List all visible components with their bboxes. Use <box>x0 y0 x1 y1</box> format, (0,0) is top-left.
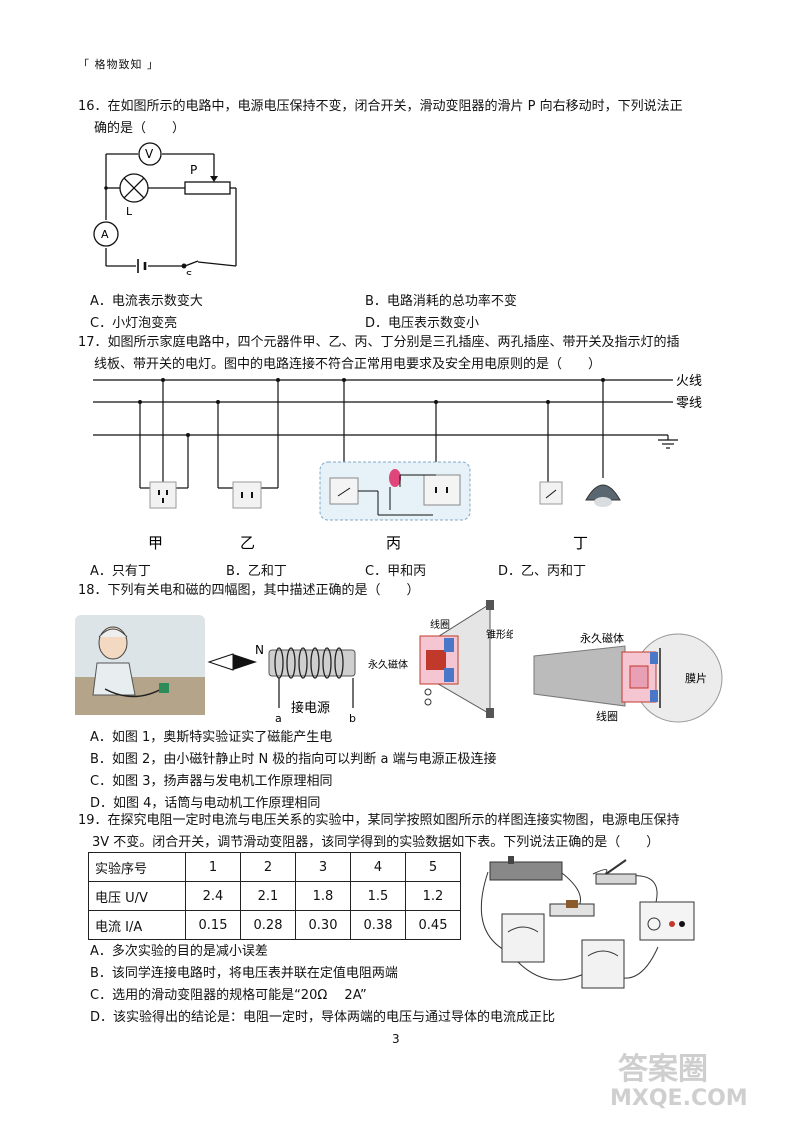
q17-option-a[interactable]: A．只有丁 <box>90 564 151 579</box>
q18-fig2-label-a: a <box>275 712 282 725</box>
q18-fig2-solenoid: N 接电源 a b <box>207 643 356 725</box>
q16-option-d[interactable]: D．电压表示数变小 <box>365 316 480 331</box>
q17-line1: 17．如图所示家庭电路中，四个元器件甲、乙、丙、丁分别是三孔插座、两孔插座、带开… <box>78 335 680 350</box>
three-hole-socket-icon <box>149 481 177 509</box>
page-number: 3 <box>392 1032 400 1046</box>
q16-label-P: P <box>190 163 197 177</box>
q18-fig4-label-magnet: 永久磁体 <box>580 631 624 645</box>
q17-household-circuit: 火线 零线 甲 乙 丙 丁 <box>93 374 702 552</box>
table-cell: 0.28 <box>240 910 296 940</box>
q19-apparatus-illustration <box>480 856 695 989</box>
q19-stem: 19．在探究电阻一定时电流与电压关系的实验中，某同学按照如图所示的样图连接实物图… <box>78 810 738 854</box>
table-cell: 4 <box>350 852 406 882</box>
q19-option-b[interactable]: B．该同学连接电路时，将电压表并联在定值电阻两端 <box>90 966 398 981</box>
q18-option-d[interactable]: D．如图 4，话筒与电动机工作原理相同 <box>90 796 321 811</box>
q18-fig1-oersted-illustration <box>75 615 205 715</box>
device-label-ding: 丁 <box>573 534 588 552</box>
q18-fig3-speaker: 线圈 锥形纸盆 永久磁体 <box>368 600 513 718</box>
q18-fig3-label-coil: 线圈 <box>430 618 450 631</box>
two-hole-socket-icon <box>232 481 262 509</box>
table-cell: 1.2 <box>405 881 461 911</box>
table-cell: 电压 U/V <box>88 881 186 911</box>
q18-fig2-label-power: 接电源 <box>291 700 330 716</box>
q19-data-table: 实验序号 1 2 3 4 5 电压 U/V 2.4 2.1 1.8 1.5 1.… <box>88 852 461 940</box>
switch-with-lamp-icon <box>539 481 621 507</box>
table-cell: 电流 I/A <box>88 910 186 940</box>
q16-stem: 16．在如图所示的电路中，电源电压保持不变，闭合开关，滑动变阻器的滑片 P 向右… <box>78 96 728 140</box>
live-wire-label: 火线 <box>676 374 702 389</box>
q16-line1: 16．在如图所示的电路中，电源电压保持不变，闭合开关，滑动变阻器的滑片 P 向右… <box>78 99 683 114</box>
table-cell: 实验序号 <box>88 852 186 882</box>
indicator-lamp-icon <box>389 469 401 487</box>
table-cell: 1.5 <box>350 881 406 911</box>
q16-label-A: A <box>101 228 109 241</box>
table-row: 电流 I/A 0.15 0.28 0.30 0.38 0.45 <box>88 910 461 940</box>
power-supply-icon <box>639 901 695 941</box>
q19-option-d[interactable]: D．该实验得出的结论是：电阻一定时，导体两端的电压与通过导体的电流成正比 <box>90 1010 556 1025</box>
q17-line2: 线板、带开关的电灯。图中的电路连接不符合正常用电要求及安全用电原则的是（ ） <box>94 357 602 372</box>
slider-p-arrow <box>210 176 218 182</box>
table-row: 电压 U/V 2.4 2.1 1.8 1.5 1.2 <box>88 881 461 911</box>
q16-circuit-diagram: V P L A S <box>93 142 237 275</box>
q18-stem: 18．下列有关电和磁的四幅图，其中描述正确的是（ ） <box>78 583 420 598</box>
q19-line2: 3V 不变。闭合开关，调节滑动变阻器，该同学得到的实验数据如下表。下列说法正确的… <box>92 835 660 850</box>
q18-fig4-label-coil: 线圈 <box>596 709 618 723</box>
q16-option-c[interactable]: C．小灯泡变亮 <box>90 316 178 331</box>
table-cell: 3 <box>295 852 351 882</box>
q16-label-S: S <box>186 270 192 275</box>
ammeter-icon <box>581 939 625 989</box>
table-cell: 2.1 <box>240 881 296 911</box>
q16-label-L: L <box>126 205 133 218</box>
q16-option-b[interactable]: B．电路消耗的总功率不变 <box>365 294 517 309</box>
voltmeter-icon <box>501 913 545 963</box>
table-cell: 5 <box>405 852 461 882</box>
resistor-icon <box>549 900 595 917</box>
table-cell: 1 <box>185 852 241 882</box>
q19-option-a[interactable]: A．多次实验的目的是减小误差 <box>90 944 268 959</box>
watermark-top: 答案圈 <box>618 1052 708 1087</box>
table-header-row: 实验序号 1 2 3 4 5 <box>88 852 461 882</box>
table-cell: 2.4 <box>185 881 241 911</box>
q17-stem: 17．如图所示家庭电路中，四个元器件甲、乙、丙、丁分别是三孔插座、两孔插座、带开… <box>78 332 728 376</box>
table-cell: 2 <box>240 852 296 882</box>
power-strip-with-switch-icon <box>319 461 471 521</box>
q18-fig2-label-b: b <box>349 712 356 725</box>
table-cell: 0.30 <box>295 910 351 940</box>
compass-needle-icon <box>207 653 257 671</box>
table-cell: 0.15 <box>185 910 241 940</box>
q18-option-c[interactable]: C．如图 3，扬声器与发电机工作原理相同 <box>90 774 333 789</box>
device-label-yi: 乙 <box>240 534 255 552</box>
switch-icon <box>595 859 637 885</box>
page-header: 「 格物致知 」 <box>78 58 159 71</box>
neutral-wire-label: 零线 <box>676 396 702 411</box>
q18-fig4-label-membrane: 膜片 <box>685 672 707 685</box>
q18-fig3-label-magnet: 永久磁体 <box>368 658 408 671</box>
q17-option-c[interactable]: C．甲和丙 <box>365 564 427 579</box>
device-label-bing: 丙 <box>386 534 401 552</box>
device-label-jia: 甲 <box>148 534 163 552</box>
q18-option-b[interactable]: B．如图 2，由小磁针静止时 N 极的指向可以判断 a 端与电源正极连接 <box>90 752 497 767</box>
watermark-bottom: MXQE.COM <box>610 1086 748 1111</box>
q17-option-b[interactable]: B．乙和丁 <box>226 564 287 579</box>
q18-fig2-label-n: N <box>255 643 264 657</box>
q16-option-a[interactable]: A．电流表示数变大 <box>90 294 203 309</box>
rheostat-icon <box>489 856 563 881</box>
q16-line2: 确的是（ ） <box>94 121 186 136</box>
q18-option-a[interactable]: A．如图 1，奥斯特实验证实了磁能产生电 <box>90 730 333 745</box>
table-cell: 1.8 <box>295 881 351 911</box>
q19-line1: 19．在探究电阻一定时电流与电压关系的实验中，某同学按照如图所示的样图连接实物图… <box>78 813 680 828</box>
q18-fig3-label-cone: 锥形纸盆 <box>486 628 513 641</box>
q18-fig4-microphone: 永久磁体 膜片 线圈 <box>533 631 723 723</box>
q16-label-V: V <box>145 147 154 161</box>
table-cell: 0.45 <box>405 910 461 940</box>
table-cell: 0.38 <box>350 910 406 940</box>
q19-option-c[interactable]: C．选用的滑动变阻器的规格可能是“20Ω 2A” <box>90 988 367 1003</box>
q17-option-d[interactable]: D．乙、丙和丁 <box>498 564 587 579</box>
